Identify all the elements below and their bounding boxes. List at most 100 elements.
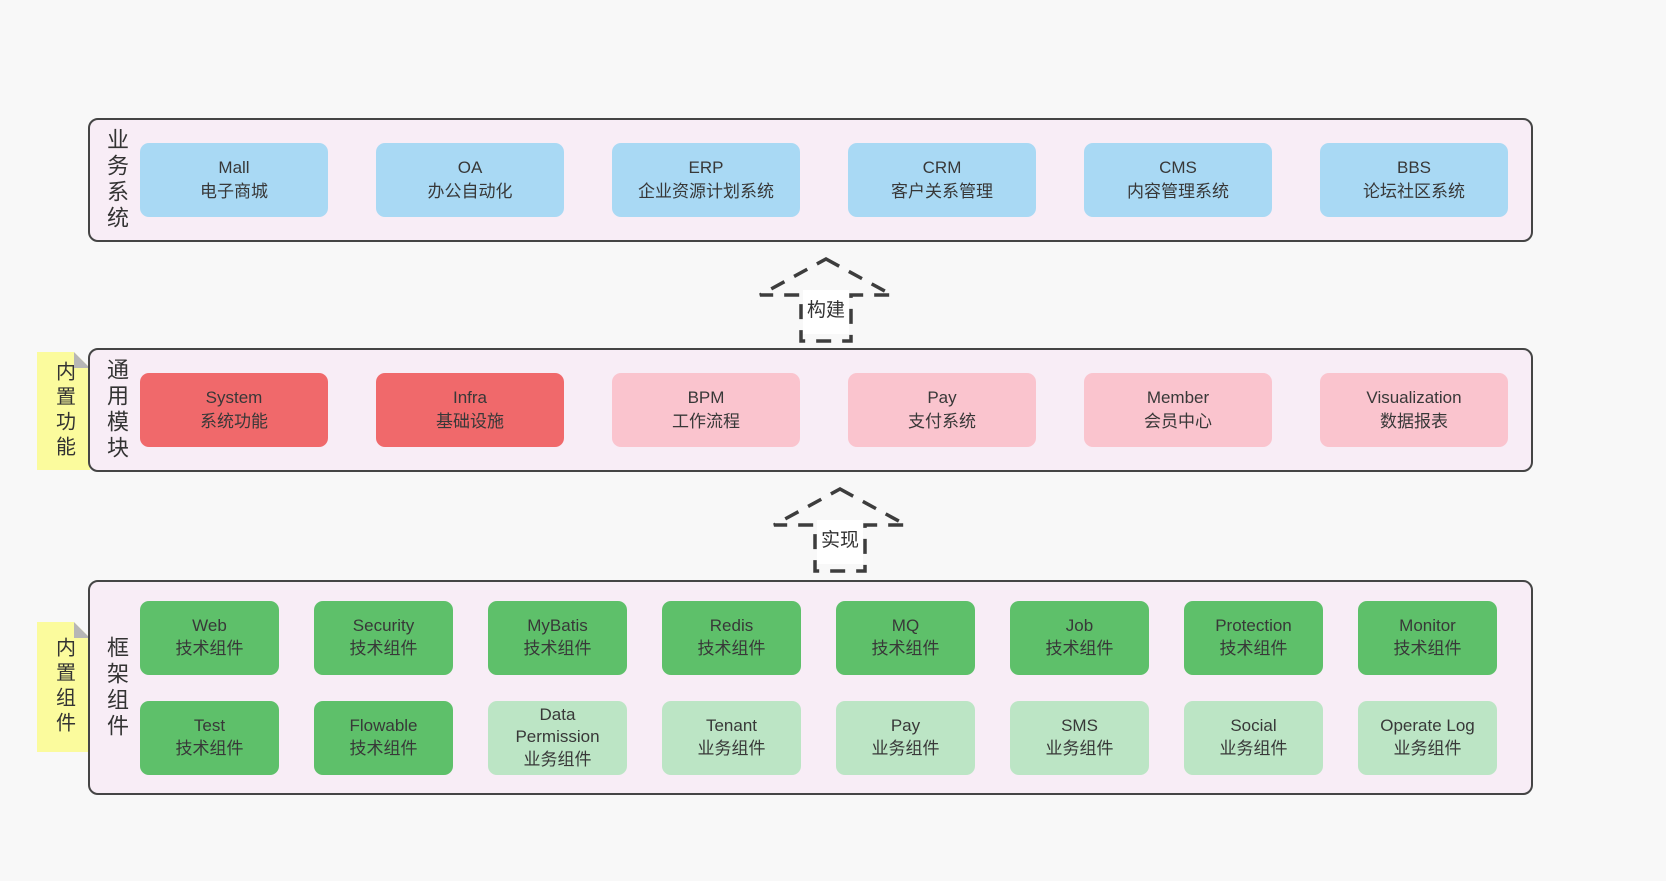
box-title: Mall <box>218 158 250 178</box>
box-title: Tenant <box>705 716 758 736</box>
box-system: System 系统功能 <box>140 373 328 447</box>
box-mall: Mall 电子商城 <box>140 143 328 217</box>
box-title: MQ <box>891 616 920 636</box>
box-subtitle: 技术组件 <box>349 638 418 658</box>
box-subtitle: 业务组件 <box>1045 738 1114 758</box>
box-title: Protection <box>1215 616 1292 636</box>
box-subtitle: 技术组件 <box>349 738 418 758</box>
box-operate-log: Operate Log 业务组件 <box>1358 700 1497 775</box>
box-subtitle: 电子商城 <box>200 182 268 201</box>
build-arrow-label: 构建 <box>807 299 845 321</box>
box-tenant: Tenant 业务组件 <box>662 700 801 775</box>
implement-arrow-label: 实现 <box>821 529 859 551</box>
box-subtitle: 系统功能 <box>200 412 268 431</box>
component-row-1: Web 技术组件 Security 技术组件 MyBatis 技术组件 Redi… <box>140 600 1497 675</box>
box-sms: SMS 业务组件 <box>1010 700 1149 775</box>
box-title: ERP <box>688 158 724 178</box>
box-cms: CMS 内容管理系统 <box>1084 143 1272 217</box>
box-title: SMS <box>1061 716 1098 736</box>
box-subtitle: 会员中心 <box>1144 412 1212 431</box>
layer-components-label: 框架组件 <box>104 635 129 740</box>
implement-up-arrow-icon: 实现 <box>773 487 907 573</box>
box-title: Social <box>1230 716 1277 736</box>
box-subtitle: 工作流程 <box>672 412 740 431</box>
box-subtitle: 技术组件 <box>1393 638 1462 658</box>
box-member: Member 会员中心 <box>1084 373 1272 447</box>
box-crm: CRM 客户关系管理 <box>848 143 1036 217</box>
box-title: BBS <box>1396 158 1432 178</box>
box-title: Security <box>352 616 415 636</box>
box-subtitle: 技术组件 <box>871 638 940 658</box>
box-test: Test 技术组件 <box>140 700 279 775</box>
box-title: Test <box>193 716 226 736</box>
box-title: BPM <box>687 388 725 408</box>
box-title: Data Permission <box>515 704 600 747</box>
business-boxes: Mall 电子商城 OA 办公自动化 ERP 企业资源计划系统 CRM 客户关系… <box>140 143 1508 217</box>
box-subtitle: 业务组件 <box>1219 738 1288 758</box>
box-subtitle: 基础设施 <box>436 412 504 431</box>
box-subtitle: 技术组件 <box>175 738 244 758</box>
box-title: CMS <box>1159 158 1197 178</box>
box-bbs: BBS 论坛社区系统 <box>1320 143 1508 217</box>
box-subtitle: 业务组件 <box>523 749 592 769</box>
box-subtitle: 内容管理系统 <box>1127 182 1229 201</box>
box-monitor: Monitor 技术组件 <box>1358 600 1497 675</box>
box-title: System <box>205 388 263 408</box>
component-rows: Web 技术组件 Security 技术组件 MyBatis 技术组件 Redi… <box>140 600 1497 775</box>
box-title: Job <box>1065 616 1094 636</box>
builtin-functions-note-label: 内置功能 <box>52 361 75 461</box>
box-title: Pay <box>927 388 957 408</box>
build-up-arrow-icon: 构建 <box>759 257 893 343</box>
box-title: Web <box>192 616 227 636</box>
builtin-components-note: 内置组件 <box>37 622 90 752</box>
box-subtitle: 论坛社区系统 <box>1363 182 1465 201</box>
box-visualization: Visualization 数据报表 <box>1320 373 1508 447</box>
component-row-2: Test 技术组件 Flowable 技术组件 Data Permission … <box>140 700 1497 775</box>
box-title: OA <box>457 158 483 178</box>
builtin-functions-note: 内置功能 <box>37 352 90 470</box>
box-social: Social 业务组件 <box>1184 700 1323 775</box>
box-subtitle: 技术组件 <box>697 638 766 658</box>
box-title: Infra <box>452 388 488 408</box>
box-subtitle: 业务组件 <box>871 738 940 758</box>
box-subtitle: 技术组件 <box>1219 638 1288 658</box>
box-web: Web 技术组件 <box>140 600 279 675</box>
box-title: Monitor <box>1399 616 1456 636</box>
layer-modules-label: 通用模块 <box>104 358 129 462</box>
box-title: Pay <box>890 716 921 736</box>
box-job: Job 技术组件 <box>1010 600 1149 675</box>
box-subtitle: 业务组件 <box>697 738 766 758</box>
box-subtitle: 技术组件 <box>523 638 592 658</box>
box-mybatis: MyBatis 技术组件 <box>488 600 627 675</box>
box-title: Flowable <box>349 716 418 736</box>
box-title: Operate Log <box>1380 716 1475 736</box>
box-title: Member <box>1146 388 1210 408</box>
module-boxes: System 系统功能 Infra 基础设施 BPM 工作流程 Pay 支付系统… <box>140 373 1508 447</box>
box-data-permission: Data Permission 业务组件 <box>488 700 627 775</box>
box-pay-module: Pay 支付系统 <box>848 373 1036 447</box>
box-title: CRM <box>922 158 962 178</box>
layer-business-systems: 业务系统 Mall 电子商城 OA 办公自动化 ERP 企业资源计划系统 CRM… <box>88 118 1533 242</box>
box-erp: ERP 企业资源计划系统 <box>612 143 800 217</box>
box-subtitle: 客户关系管理 <box>891 182 993 201</box>
box-infra: Infra 基础设施 <box>376 373 564 447</box>
box-subtitle: 技术组件 <box>1045 638 1114 658</box>
box-subtitle: 业务组件 <box>1393 738 1462 758</box>
layer-business-label: 业务系统 <box>104 128 129 232</box>
box-title: Visualization <box>1366 388 1462 408</box>
box-security: Security 技术组件 <box>314 600 453 675</box>
note-fold-corner-icon <box>74 622 90 638</box>
box-bpm: BPM 工作流程 <box>612 373 800 447</box>
box-title: Redis <box>709 616 754 636</box>
box-protection: Protection 技术组件 <box>1184 600 1323 675</box>
box-flowable: Flowable 技术组件 <box>314 700 453 775</box>
box-subtitle: 数据报表 <box>1380 412 1448 431</box>
box-title: MyBatis <box>527 616 588 636</box>
box-subtitle: 企业资源计划系统 <box>638 182 774 201</box>
box-redis: Redis 技术组件 <box>662 600 801 675</box>
builtin-components-note-label: 内置组件 <box>52 637 75 737</box>
layer-common-modules: 通用模块 System 系统功能 Infra 基础设施 BPM 工作流程 Pay… <box>88 348 1533 472</box>
box-subtitle: 办公自动化 <box>427 182 513 201</box>
box-subtitle: 支付系统 <box>908 412 976 431</box>
note-fold-corner-icon <box>74 352 90 368</box>
